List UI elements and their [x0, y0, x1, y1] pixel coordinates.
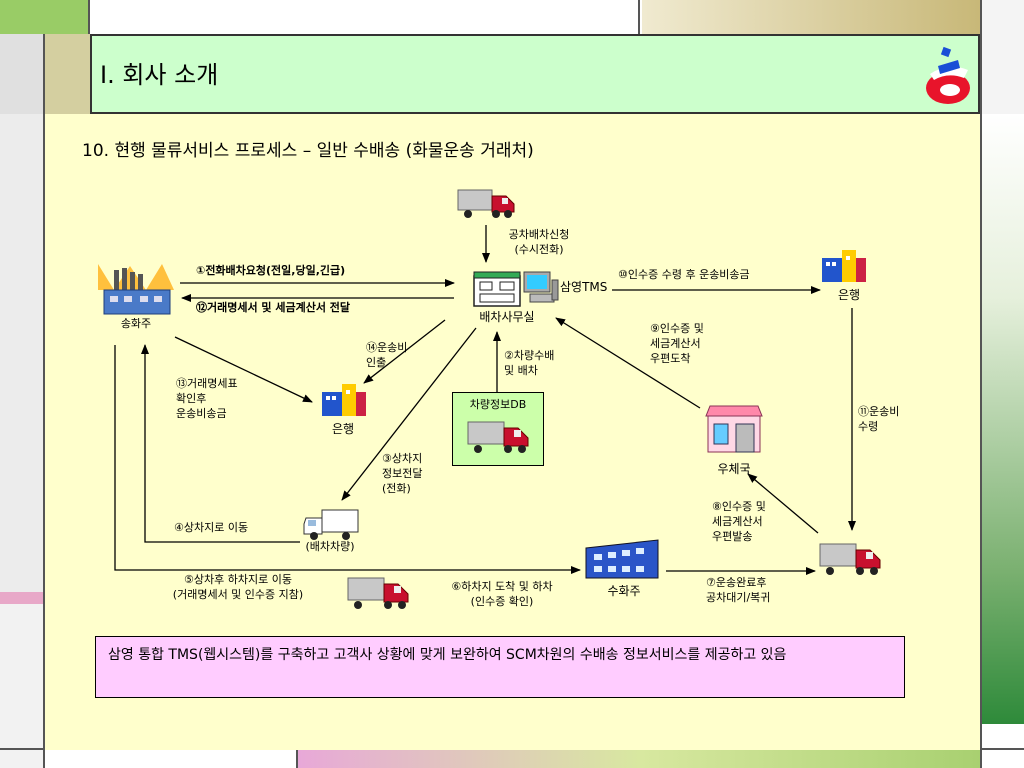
- section-subtitle: 10. 현행 물류서비스 프로세스 – 일반 수배송 (화물운송 거래처): [82, 141, 534, 161]
- node-dispatch-vehicle: (배차차량): [305, 540, 355, 553]
- frame-block-bottom-gradient: [298, 750, 982, 768]
- label-step9-line3: 우편도착: [650, 352, 691, 365]
- node-vehicle-db: 차량정보DB: [469, 398, 527, 411]
- arrow-step9: [555, 317, 701, 409]
- label-step9-line1: ⑨인수증 및: [650, 322, 704, 335]
- node-post-office: 우체국: [717, 462, 751, 476]
- label-step6-line1: ⑥하차지 도착 및 하차: [451, 580, 553, 593]
- frame-block-tan-top: [642, 0, 980, 34]
- label-empty-dispatch-line1: 공차배차신청: [508, 228, 570, 241]
- arrow-step5: [114, 345, 581, 574]
- title-band: [90, 34, 980, 114]
- arrow-step3: [341, 327, 477, 501]
- frame-line-v3: [980, 0, 982, 768]
- label-step7-line2: 공차대기/복귀: [706, 591, 771, 604]
- frame-line-v1: [88, 0, 90, 34]
- node-bank-top: 은행: [837, 288, 861, 302]
- arrow-step4: [141, 344, 300, 543]
- receiver-building-icon: [585, 539, 659, 579]
- frame-block-gray-bottomleft: [0, 604, 45, 768]
- label-step5-line1: ⑤상차후 하차지로 이동: [184, 573, 292, 586]
- label-step1: ①전화배차요청(전일,당일,긴급): [196, 264, 346, 277]
- label-step9-line2: 세금계산서: [650, 337, 701, 350]
- node-shipper: 송화주: [120, 317, 152, 330]
- frame-block-tan-left: [45, 34, 90, 114]
- node-tms: 삼영TMS: [560, 280, 608, 294]
- bank-mid-icon: [322, 384, 366, 416]
- frame-block-green-right: [982, 114, 1024, 724]
- label-step8-line3: 우편발송: [712, 530, 753, 543]
- label-step2-line2: 및 배차: [504, 364, 538, 377]
- label-step2-line1: ②차량수배: [504, 349, 555, 362]
- truck-top-icon: [457, 189, 515, 218]
- computer-icon: [523, 271, 559, 303]
- truck-db-icon: [467, 421, 529, 453]
- label-step3-line2: 정보전달: [382, 467, 423, 480]
- label-step3-line3: (전화): [382, 482, 411, 495]
- factory-icon: [98, 264, 174, 315]
- label-step13-line3: 운송비송금: [176, 407, 227, 420]
- company-logo: [924, 44, 974, 106]
- node-bank-mid: 은행: [331, 422, 355, 436]
- truck-right-icon: [819, 543, 881, 575]
- arrow-step8: [747, 473, 819, 534]
- bank-top-icon: [822, 250, 866, 282]
- frame-block-pink-left: [0, 592, 45, 604]
- label-step6-line2: (인수증 확인): [470, 595, 534, 608]
- label-step13-line1: ⑬거래명세표: [176, 377, 238, 390]
- arrow-step14: [363, 319, 446, 384]
- label-step5-line2: (거래명세서 및 인수증 지참): [172, 588, 304, 601]
- summary-box: 삼영 통합 TMS(웹시스템)를 구축하고 고객사 상황에 맞게 보완하여 SC…: [95, 636, 905, 698]
- post-office-icon: [705, 405, 763, 453]
- frame-block-gray-right: [982, 0, 1024, 114]
- label-step8-line1: ⑧인수증 및: [712, 500, 766, 513]
- node-dispatch-office: 배차사무실: [479, 310, 535, 324]
- label-step13-line2: 확인후: [176, 392, 207, 405]
- label-empty-dispatch-line2: (수시전화): [514, 243, 564, 256]
- label-step11-line1: ⑪운송비: [858, 405, 900, 418]
- frame-line-v2: [638, 0, 640, 34]
- label-step7-line1: ⑦운송완료후: [706, 576, 767, 589]
- page-title: I. 회사 소개: [100, 61, 219, 89]
- label-step11-line2: 수령: [858, 420, 879, 433]
- frame-block-green-topleft: [0, 0, 88, 34]
- label-step8-line2: 세금계산서: [712, 515, 763, 528]
- dispatch-office-icon: [473, 271, 521, 307]
- label-step10: ⑩인수증 수령 후 운송비송금: [618, 268, 750, 281]
- truck-bottom-icon: [347, 577, 409, 609]
- frame-block-gray-left2: [0, 114, 45, 594]
- node-receiver: 수화주: [607, 584, 641, 598]
- label-step12: ⑫거래명세서 및 세금계산서 전달: [196, 301, 351, 314]
- truck-dispatch-icon: [303, 509, 359, 540]
- frame-block-gray-left: [0, 34, 45, 114]
- arrow-step13: [174, 336, 313, 403]
- label-step14-line1: ⑭운송비: [366, 341, 408, 354]
- label-step3-line1: ③상차지: [382, 452, 423, 465]
- label-step4: ④상차지로 이동: [174, 521, 249, 534]
- frame-line-v4: [43, 34, 45, 768]
- label-step14-line2: 인출: [366, 356, 387, 369]
